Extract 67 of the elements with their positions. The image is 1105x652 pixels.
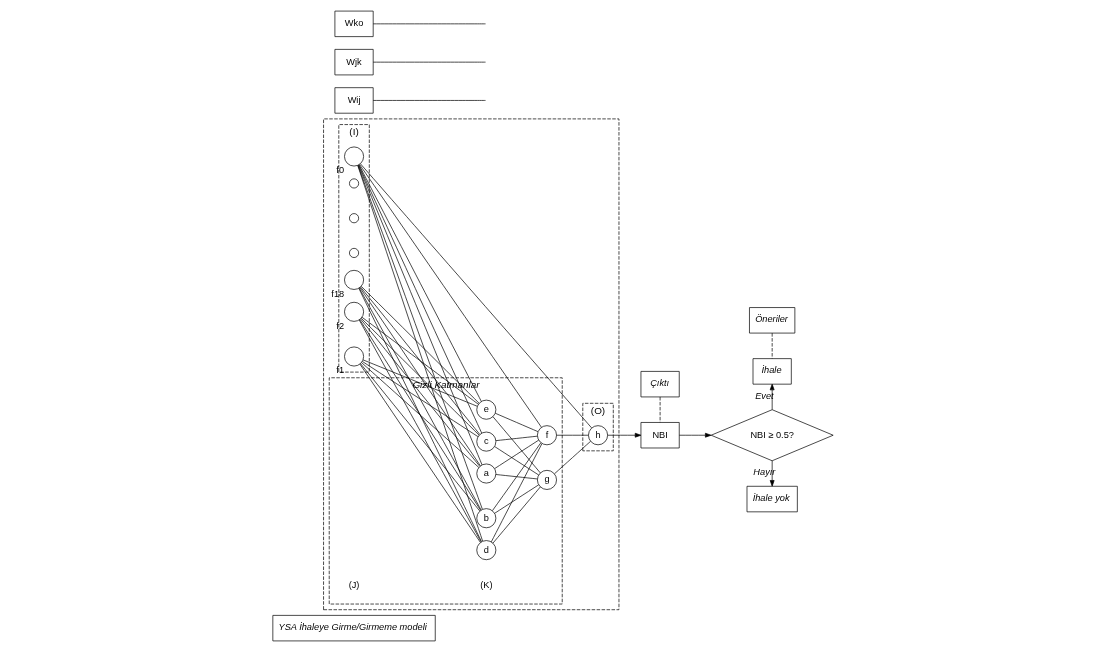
connector — [361, 361, 478, 437]
node-circle: g — [536, 470, 557, 490]
node-circle — [343, 346, 364, 367]
connector — [359, 287, 481, 467]
node-circle — [343, 301, 364, 322]
node-box: Öneriler — [748, 307, 795, 334]
label: (J) — [348, 580, 359, 591]
connector — [494, 412, 538, 432]
arrow — [606, 432, 641, 438]
label: (K) — [479, 580, 492, 591]
node-circle: a — [475, 463, 496, 484]
connector — [359, 363, 480, 512]
node-box: YSA İhaleye Girme/Girmeme modeli — [272, 615, 436, 642]
connector — [553, 441, 591, 475]
node-label: f1 — [335, 365, 344, 376]
node-circle: b — [475, 508, 496, 529]
connector — [493, 439, 539, 469]
arrow — [769, 460, 774, 487]
connector — [771, 332, 773, 359]
connector — [362, 359, 477, 407]
connector — [359, 318, 480, 467]
node-label: f0 — [335, 165, 344, 176]
connector — [493, 484, 539, 514]
connector — [360, 317, 479, 436]
connector — [372, 100, 486, 101]
connector — [490, 443, 542, 543]
node-circle: d — [475, 540, 496, 561]
arrow — [678, 432, 711, 438]
edge-label: Hayır — [752, 467, 775, 478]
node-circle: h — [587, 425, 608, 446]
connector — [495, 435, 538, 441]
node-box: Wjk — [334, 49, 374, 76]
node-box: Wko — [334, 10, 374, 37]
node-label: f2 — [335, 320, 344, 331]
node-circle — [343, 146, 364, 167]
connector — [555, 434, 589, 436]
connector — [360, 362, 479, 468]
connector — [372, 61, 486, 63]
node-circle — [343, 269, 364, 290]
node-diamond: NBI ≥ 0.5? — [710, 409, 833, 462]
connector — [358, 164, 542, 428]
node-circle: f — [536, 425, 557, 446]
connector — [492, 416, 541, 474]
node-circle — [348, 247, 359, 258]
node-box: NBI — [640, 422, 680, 449]
connector — [491, 442, 541, 511]
connector — [360, 285, 479, 404]
edge-label: Evet — [754, 390, 774, 401]
node-box: İhale — [752, 358, 792, 385]
connector — [659, 396, 660, 423]
connector — [495, 474, 538, 480]
connector — [359, 286, 480, 435]
connector — [492, 486, 541, 544]
node-box: Wij — [334, 87, 374, 114]
connector — [359, 363, 481, 543]
connector — [493, 446, 539, 476]
node-box: İhale yok — [746, 485, 798, 513]
node-circle — [348, 178, 359, 189]
connector — [372, 23, 486, 25]
node-circle: e — [475, 399, 496, 420]
node-label: f18 — [330, 288, 344, 299]
node-circle: c — [475, 431, 496, 452]
connector — [361, 316, 479, 405]
connector — [359, 163, 592, 429]
cluster — [322, 118, 619, 611]
node-circle — [348, 213, 359, 224]
node-box: Çıktı — [640, 371, 680, 398]
